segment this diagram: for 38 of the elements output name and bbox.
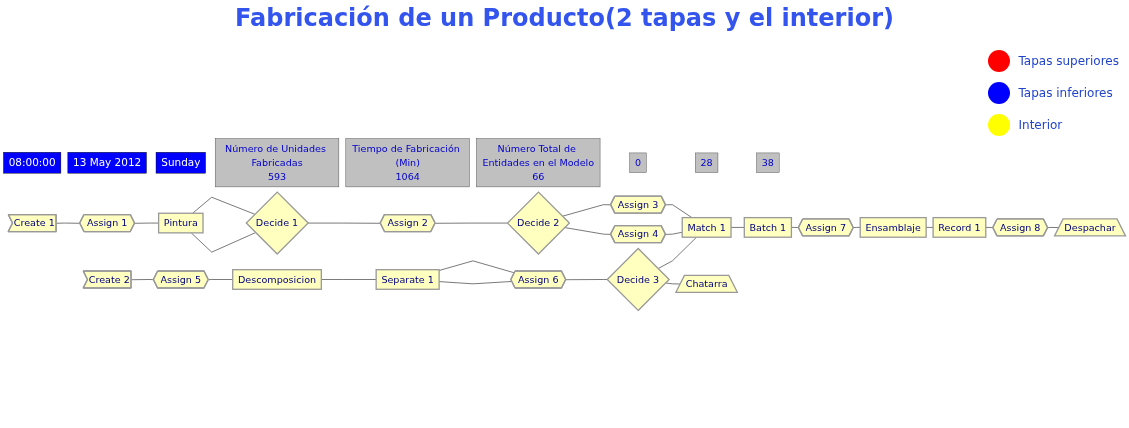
connector	[438, 260, 515, 274]
node-box: Tiempo de Fabricación (Min) 1064	[345, 138, 470, 188]
connector	[192, 196, 256, 215]
node-diamond: Decide 1	[245, 191, 310, 255]
connector	[565, 279, 608, 281]
node-box: Pintura	[157, 212, 204, 234]
node-box: 08:00:00	[3, 152, 62, 174]
node-box: Match 1	[681, 216, 732, 238]
connector	[562, 204, 612, 217]
node-diamond: Decide 2	[506, 191, 571, 255]
connector	[130, 279, 154, 281]
node-box: Sunday	[155, 152, 206, 174]
connector	[657, 236, 697, 269]
connector	[190, 232, 256, 253]
legend-label: Interior	[1018, 118, 1063, 132]
connector	[1047, 227, 1060, 228]
node-box: 0	[629, 152, 647, 173]
node-box: Record 1	[932, 216, 987, 238]
node-box: Separate 1	[375, 269, 440, 290]
connector	[791, 227, 799, 228]
connector	[665, 231, 683, 235]
node-box: Ensamblaje	[859, 216, 927, 238]
connector	[321, 279, 377, 280]
connector	[665, 204, 693, 218]
connector	[665, 282, 681, 285]
node-box: Número de Unidades Fabricadas 593	[215, 138, 340, 188]
legend-label: Tapas superiores	[1018, 54, 1119, 68]
node-box: 28	[695, 152, 719, 173]
diagram-title: Fabricación de un Producto(2 tapas y el interior)	[234, 4, 895, 32]
node-box: Número Total de Entidades en el Modelo 66	[476, 138, 601, 188]
connector	[853, 227, 861, 228]
node-box: Descomposicion	[232, 269, 322, 290]
node-box: Batch 1	[743, 216, 793, 238]
node-box: 13 May 2012	[67, 152, 147, 174]
legend-label: Tapas inferiores	[1018, 86, 1113, 100]
node-box: 38	[756, 152, 780, 173]
connector	[985, 227, 994, 228]
node-diamond: Decide 3	[606, 247, 671, 312]
